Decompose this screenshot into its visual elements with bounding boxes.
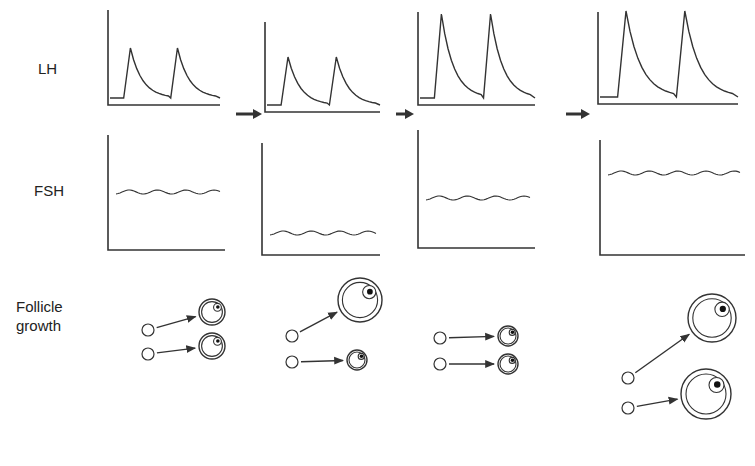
fsh-graph [418,130,535,248]
primordial-follicle [434,332,446,344]
growth-arrow [157,348,195,353]
primordial-follicle [622,372,634,384]
antral-follicle [498,354,518,374]
lh-graph [265,22,380,112]
primordial-follicle [142,348,154,360]
graph-axes [265,22,380,112]
row-label: Follicle growth [16,298,80,336]
growth-arrow [300,312,337,332]
lh-pulse-curve [420,14,535,98]
primordial-follicle [434,358,446,370]
fsh-graph [262,143,380,255]
graph-axes [108,135,225,250]
graph-axes [108,10,220,105]
primordial-follicle [286,356,298,368]
growth-arrow [157,317,196,328]
sequence-arrow [566,109,590,119]
antral-follicle [688,294,736,342]
graph-axes [418,12,535,105]
lh-graph [418,12,535,105]
antral-follicle [199,299,225,325]
antral-follicle [498,326,518,346]
primordial-follicle [622,402,634,414]
row-label: FSH [34,182,84,201]
growth-arrow [449,336,494,337]
graph-axes [418,130,535,248]
antral-follicle [199,333,225,359]
graph-axes [262,143,380,255]
graph-axes [600,140,745,255]
primordial-follicle [286,330,298,342]
lh-pulse-curve [600,11,738,97]
growth-arrow [637,399,678,406]
primordial-follicle [142,324,154,336]
row-label: LH [38,60,88,79]
lh-graph [108,10,220,105]
fsh-graph [108,135,225,250]
lh-pulse-curve [267,57,380,105]
fsh-level-curve [116,190,220,194]
antral-follicle [681,369,731,419]
graph-axes [598,12,738,104]
fsh-graph [600,140,745,255]
growth-arrow [301,360,343,361]
sequence-arrow [396,109,414,119]
lh-graph [598,11,738,104]
lh-pulse-curve [110,48,220,98]
growth-arrow [449,363,494,364]
fsh-level-curve [426,196,530,200]
antral-follicle [338,278,382,322]
fsh-level-curve [270,231,376,235]
growth-arrow [635,334,689,372]
antral-follicle [347,350,367,370]
fsh-level-curve [608,171,740,175]
sequence-arrow [236,109,262,119]
